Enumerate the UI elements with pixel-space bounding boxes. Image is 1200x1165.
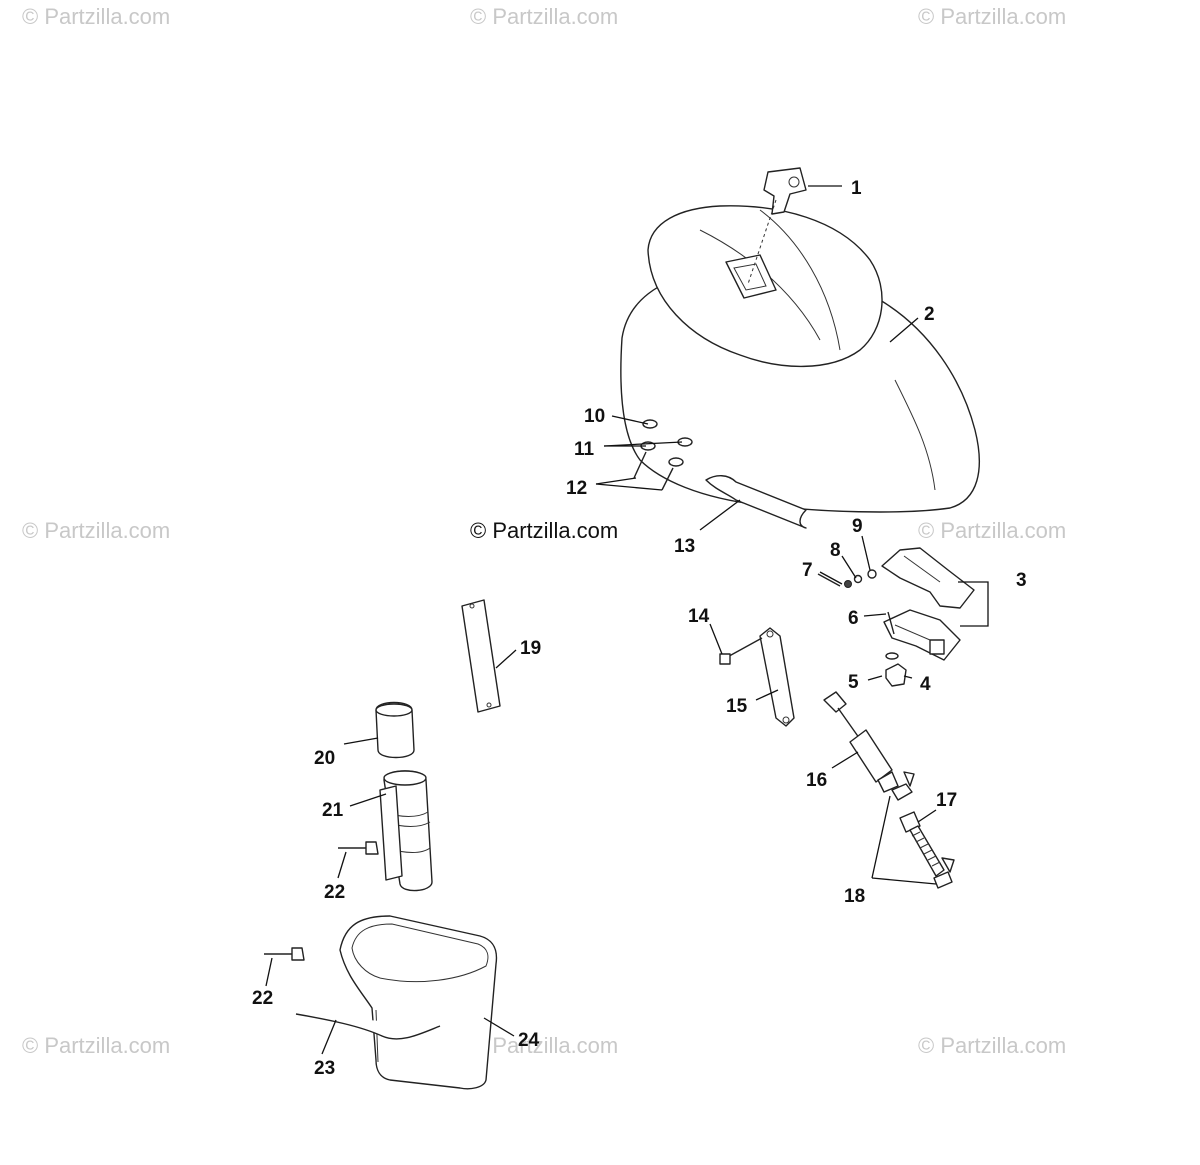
callout-1: 1 xyxy=(851,178,862,199)
filter-part-20[interactable] xyxy=(375,701,415,759)
bolt-and-nut-hardware[interactable] xyxy=(817,569,907,687)
seal-strip-part-23[interactable] xyxy=(295,1013,441,1040)
callout-8: 8 xyxy=(830,540,841,561)
callout-23: 23 xyxy=(314,1058,335,1079)
watermark-bottom-right: © Partzilla.com xyxy=(918,1033,1067,1058)
storage-box-part-24[interactable] xyxy=(339,915,498,1090)
callout-13: 13 xyxy=(674,536,695,557)
rivet-upper[interactable] xyxy=(338,841,379,855)
watermark-bottom-center: © Partzilla.com xyxy=(470,1033,619,1058)
hood-cowl[interactable] xyxy=(620,205,981,513)
callout-15: 15 xyxy=(726,696,748,717)
callout-12: 12 xyxy=(566,478,587,499)
gasket-plate-part-19[interactable] xyxy=(461,599,501,713)
callout-16: 16 xyxy=(806,770,827,791)
callout-22-lower: 22 xyxy=(252,988,273,1009)
center-credit: © Partzilla.com xyxy=(470,518,619,543)
watermark-top-center: © Partzilla.com xyxy=(470,4,619,29)
intake-tube-part-21[interactable] xyxy=(379,770,433,892)
callout-2: 2 xyxy=(924,304,935,325)
callout-6: 6 xyxy=(848,608,859,629)
latch-part-1[interactable] xyxy=(747,167,807,285)
link-rod-part-15[interactable] xyxy=(719,627,795,727)
callout-9: 9 xyxy=(852,516,863,537)
callout-19: 19 xyxy=(520,638,541,659)
callout-numbers: 1 2 10 11 12 13 9 8 7 3 6 5 4 14 15 16 1… xyxy=(252,178,1027,1079)
watermark-bottom-left: © Partzilla.com xyxy=(22,1033,171,1058)
clips-part-18[interactable] xyxy=(891,771,955,889)
callout-22-upper: 22 xyxy=(324,882,345,903)
callout-18: 18 xyxy=(844,886,865,907)
leader-lines xyxy=(265,185,989,1055)
watermark-top-left: © Partzilla.com xyxy=(22,4,171,29)
hinge-rod-part-13[interactable] xyxy=(705,475,807,529)
callout-17: 17 xyxy=(936,790,957,811)
callout-20: 20 xyxy=(314,748,335,769)
watermark-mid-right: © Partzilla.com xyxy=(918,518,1067,543)
callout-3: 3 xyxy=(1016,570,1027,591)
callout-4: 4 xyxy=(920,674,931,695)
callout-7: 7 xyxy=(802,560,813,581)
callout-24: 24 xyxy=(518,1030,540,1051)
callout-11: 11 xyxy=(574,439,595,460)
rivet-lower[interactable] xyxy=(264,947,305,961)
callout-14: 14 xyxy=(688,606,710,627)
callout-5: 5 xyxy=(848,672,859,693)
watermark-mid-left: © Partzilla.com xyxy=(22,518,171,543)
gas-strut-part-16[interactable] xyxy=(823,691,899,793)
hinge-bracket-part-3[interactable] xyxy=(881,547,975,661)
watermark-top-right: © Partzilla.com xyxy=(918,4,1067,29)
spring-part-17[interactable] xyxy=(899,811,945,877)
callout-10: 10 xyxy=(584,406,605,427)
callout-21: 21 xyxy=(322,800,344,821)
